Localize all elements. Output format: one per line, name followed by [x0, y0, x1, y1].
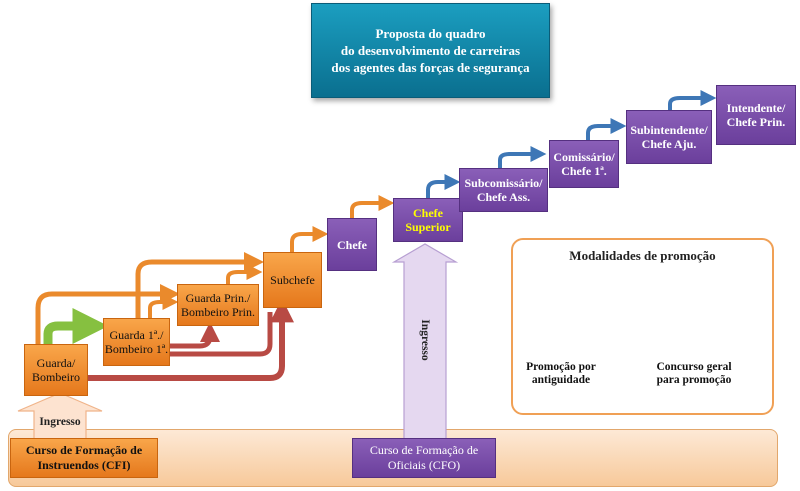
rank-guarda-1: Guarda 1ª./Bombeiro 1ª. — [103, 318, 170, 366]
legend-antiguidade-line-2: antiguidade — [531, 374, 591, 386]
rank-intendente-line-1: Intendente/ — [726, 101, 786, 115]
legend-antiguidade-line-1: Promoção por — [526, 361, 596, 373]
rank-comissario: Comissário/Chefe 1ª. — [549, 140, 619, 188]
rank-comissario-line-1: Comissário/ — [553, 150, 615, 164]
blue-arrow-subcomissario-to-comissario — [498, 146, 547, 168]
rank-chefe-label: Chefe — [337, 237, 367, 252]
rank-guarda-line-2: Bombeiro — [32, 370, 80, 384]
course-cfi-line-2: Instruendos (CFI) — [37, 458, 131, 472]
title-box: Proposta do quadro do desenvolvimento de… — [311, 3, 550, 98]
rank-guarda: Guarda/Bombeiro — [24, 344, 88, 396]
rank-guarda-1-line-2: Bombeiro 1ª. — [104, 342, 169, 356]
rank-subcomissario: Subcomissário/Chefe Ass. — [459, 168, 548, 212]
title-text: Proposta do quadro do desenvolvimento de… — [331, 25, 529, 76]
blue-arrow-chefesup-to-subcomissario — [426, 174, 461, 198]
rank-subintendente-line-2: Chefe Aju. — [641, 137, 697, 151]
rank-guarda-prin-line-1: Guarda Prin./ — [185, 291, 251, 305]
legend-geral-line-2: para promoção — [656, 374, 732, 386]
rank-guarda-1-line-1: Guarda 1ª./ — [109, 328, 164, 342]
rank-subchefe-label: Subchefe — [270, 273, 315, 287]
rank-comissario-line-2: Chefe 1ª. — [561, 164, 607, 178]
legend-escolha-line-2: escolha — [543, 303, 579, 315]
course-cfo-line-2: Oficiais (CFO) — [387, 458, 461, 472]
course-cfi-line-1: Curso de Formação de — [25, 443, 143, 457]
ingresso-arrow-right — [391, 243, 459, 441]
legend-geral-line-1: Concurso geral — [656, 361, 732, 373]
blue-arrow-comissario-to-subintendente — [586, 118, 627, 140]
blue-arrow-subintendente-to-intendente — [668, 90, 717, 110]
legend-box: Modalidades de promoção — [511, 238, 774, 415]
title-line-2: do desenvolvimento de carreiras — [340, 43, 521, 58]
green-arrow-guarda-to-guarda1 — [43, 308, 109, 344]
title-line-3: dos agentes das forças de segurança — [331, 60, 530, 75]
rank-intendente: Intendente/Chefe Prin. — [716, 85, 796, 145]
rank-guarda-line-1: Guarda/ — [36, 356, 76, 370]
red-arrow-guarda1-to-subchefe — [170, 312, 273, 357]
rank-chefe: Chefe — [327, 218, 377, 271]
rank-chefe-superior-line-1: Chefe — [413, 206, 443, 220]
orange-arrow-guarda1-to-subchefe — [135, 252, 264, 318]
rank-subcomissario-line-1: Subcomissário/ — [464, 176, 543, 190]
ingresso-arrow-left — [17, 392, 103, 441]
orange-arrow-guarda1-to-guardaprin — [148, 294, 179, 318]
rank-guarda-prin: Guarda Prin./Bombeiro Prin. — [177, 284, 259, 326]
red-arrow-guarda1-to-guardaprin — [170, 322, 220, 349]
rank-guarda-prin-line-2: Bombeiro Prin. — [181, 305, 255, 319]
ingresso-label-right: Ingresso — [419, 319, 431, 361]
orange-arrow-guardaprin-to-subchefe — [226, 264, 263, 284]
legend-title: Modalidades de promoção — [569, 248, 716, 263]
legend-especial-line-2: para promoção — [656, 303, 732, 315]
rank-chefe-superior-line-2: Superior — [405, 220, 451, 234]
rank-intendente-line-2: Chefe Prin. — [726, 115, 786, 129]
rank-subintendente-line-1: Subintendente/ — [630, 123, 708, 137]
rank-subcomissario-line-2: Chefe Ass. — [476, 190, 531, 204]
legend-escolha-line-1: Promoção por — [526, 290, 596, 302]
rank-subintendente: Subintendente/Chefe Aju. — [626, 110, 712, 164]
legend-especial-line-1: Concurso especial — [649, 290, 739, 302]
orange-arrow-guarda-to-guardaprin — [35, 284, 180, 344]
red-arrow-guarda-to-subchefe — [88, 298, 294, 381]
title-line-1: Proposta do quadro — [375, 26, 486, 41]
ingresso-label-left: Ingresso — [39, 416, 81, 428]
orange-arrow-chefe-to-chefesuperior — [350, 195, 395, 218]
rank-subchefe: Subchefe — [263, 252, 322, 308]
course-cfo-line-1: Curso de Formação de — [369, 443, 479, 457]
orange-arrow-subchefe-to-chefe — [290, 226, 329, 252]
